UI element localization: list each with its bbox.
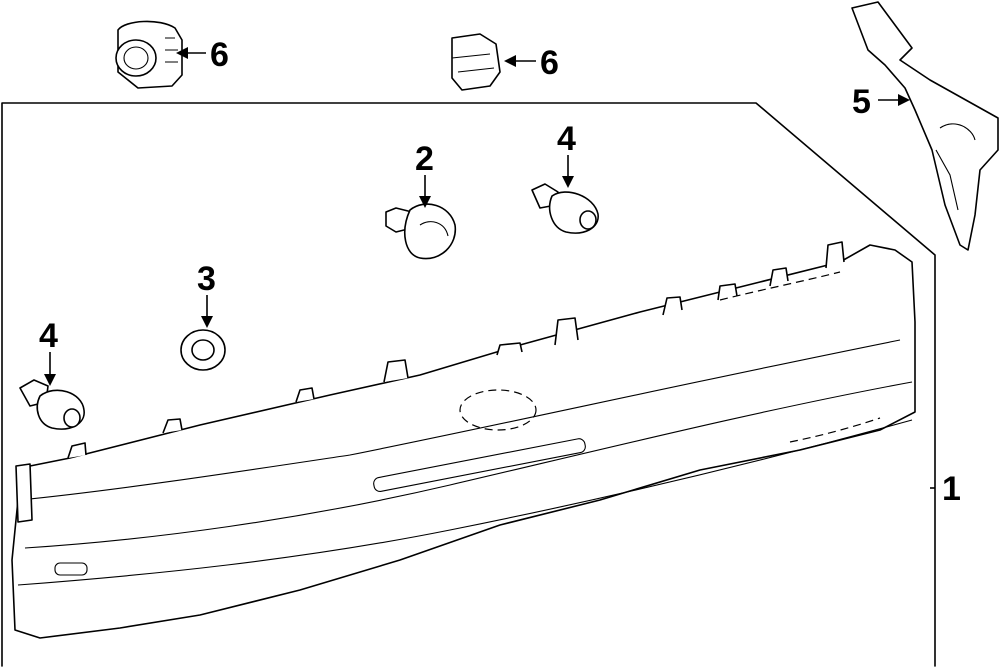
callout-6-right: 6 bbox=[540, 44, 559, 82]
part-3-washer bbox=[180, 329, 226, 371]
arrowhead-6-right bbox=[504, 55, 516, 67]
leader-lines bbox=[44, 47, 935, 489]
callout-5: 5 bbox=[852, 83, 871, 121]
callouts: 1 2 3 4 4 5 6 6 bbox=[39, 36, 961, 508]
arrowhead-3 bbox=[201, 316, 213, 328]
callout-6-left: 6 bbox=[210, 36, 229, 74]
callout-4-left: 4 bbox=[39, 317, 58, 355]
arrowhead-2 bbox=[419, 196, 431, 208]
callout-2: 2 bbox=[415, 140, 434, 178]
part-6-sensor-right bbox=[451, 33, 501, 91]
callout-4-right: 4 bbox=[557, 120, 576, 158]
part-5-bracket bbox=[851, 1, 999, 251]
arrowhead-4-left bbox=[44, 374, 56, 386]
part-1-garnish-panel bbox=[11, 241, 916, 639]
arrowhead-5 bbox=[898, 94, 910, 106]
callout-3: 3 bbox=[197, 260, 216, 298]
part-4-clip-right bbox=[531, 183, 599, 234]
part-6-sensor-left bbox=[115, 20, 183, 89]
part-2-cap bbox=[385, 203, 457, 260]
arrowhead-6-left bbox=[176, 47, 188, 59]
assembly-frame bbox=[1, 102, 936, 667]
callout-1: 1 bbox=[942, 470, 961, 508]
arrowhead-4-right bbox=[562, 176, 574, 188]
part-4-clip-left bbox=[19, 379, 85, 430]
